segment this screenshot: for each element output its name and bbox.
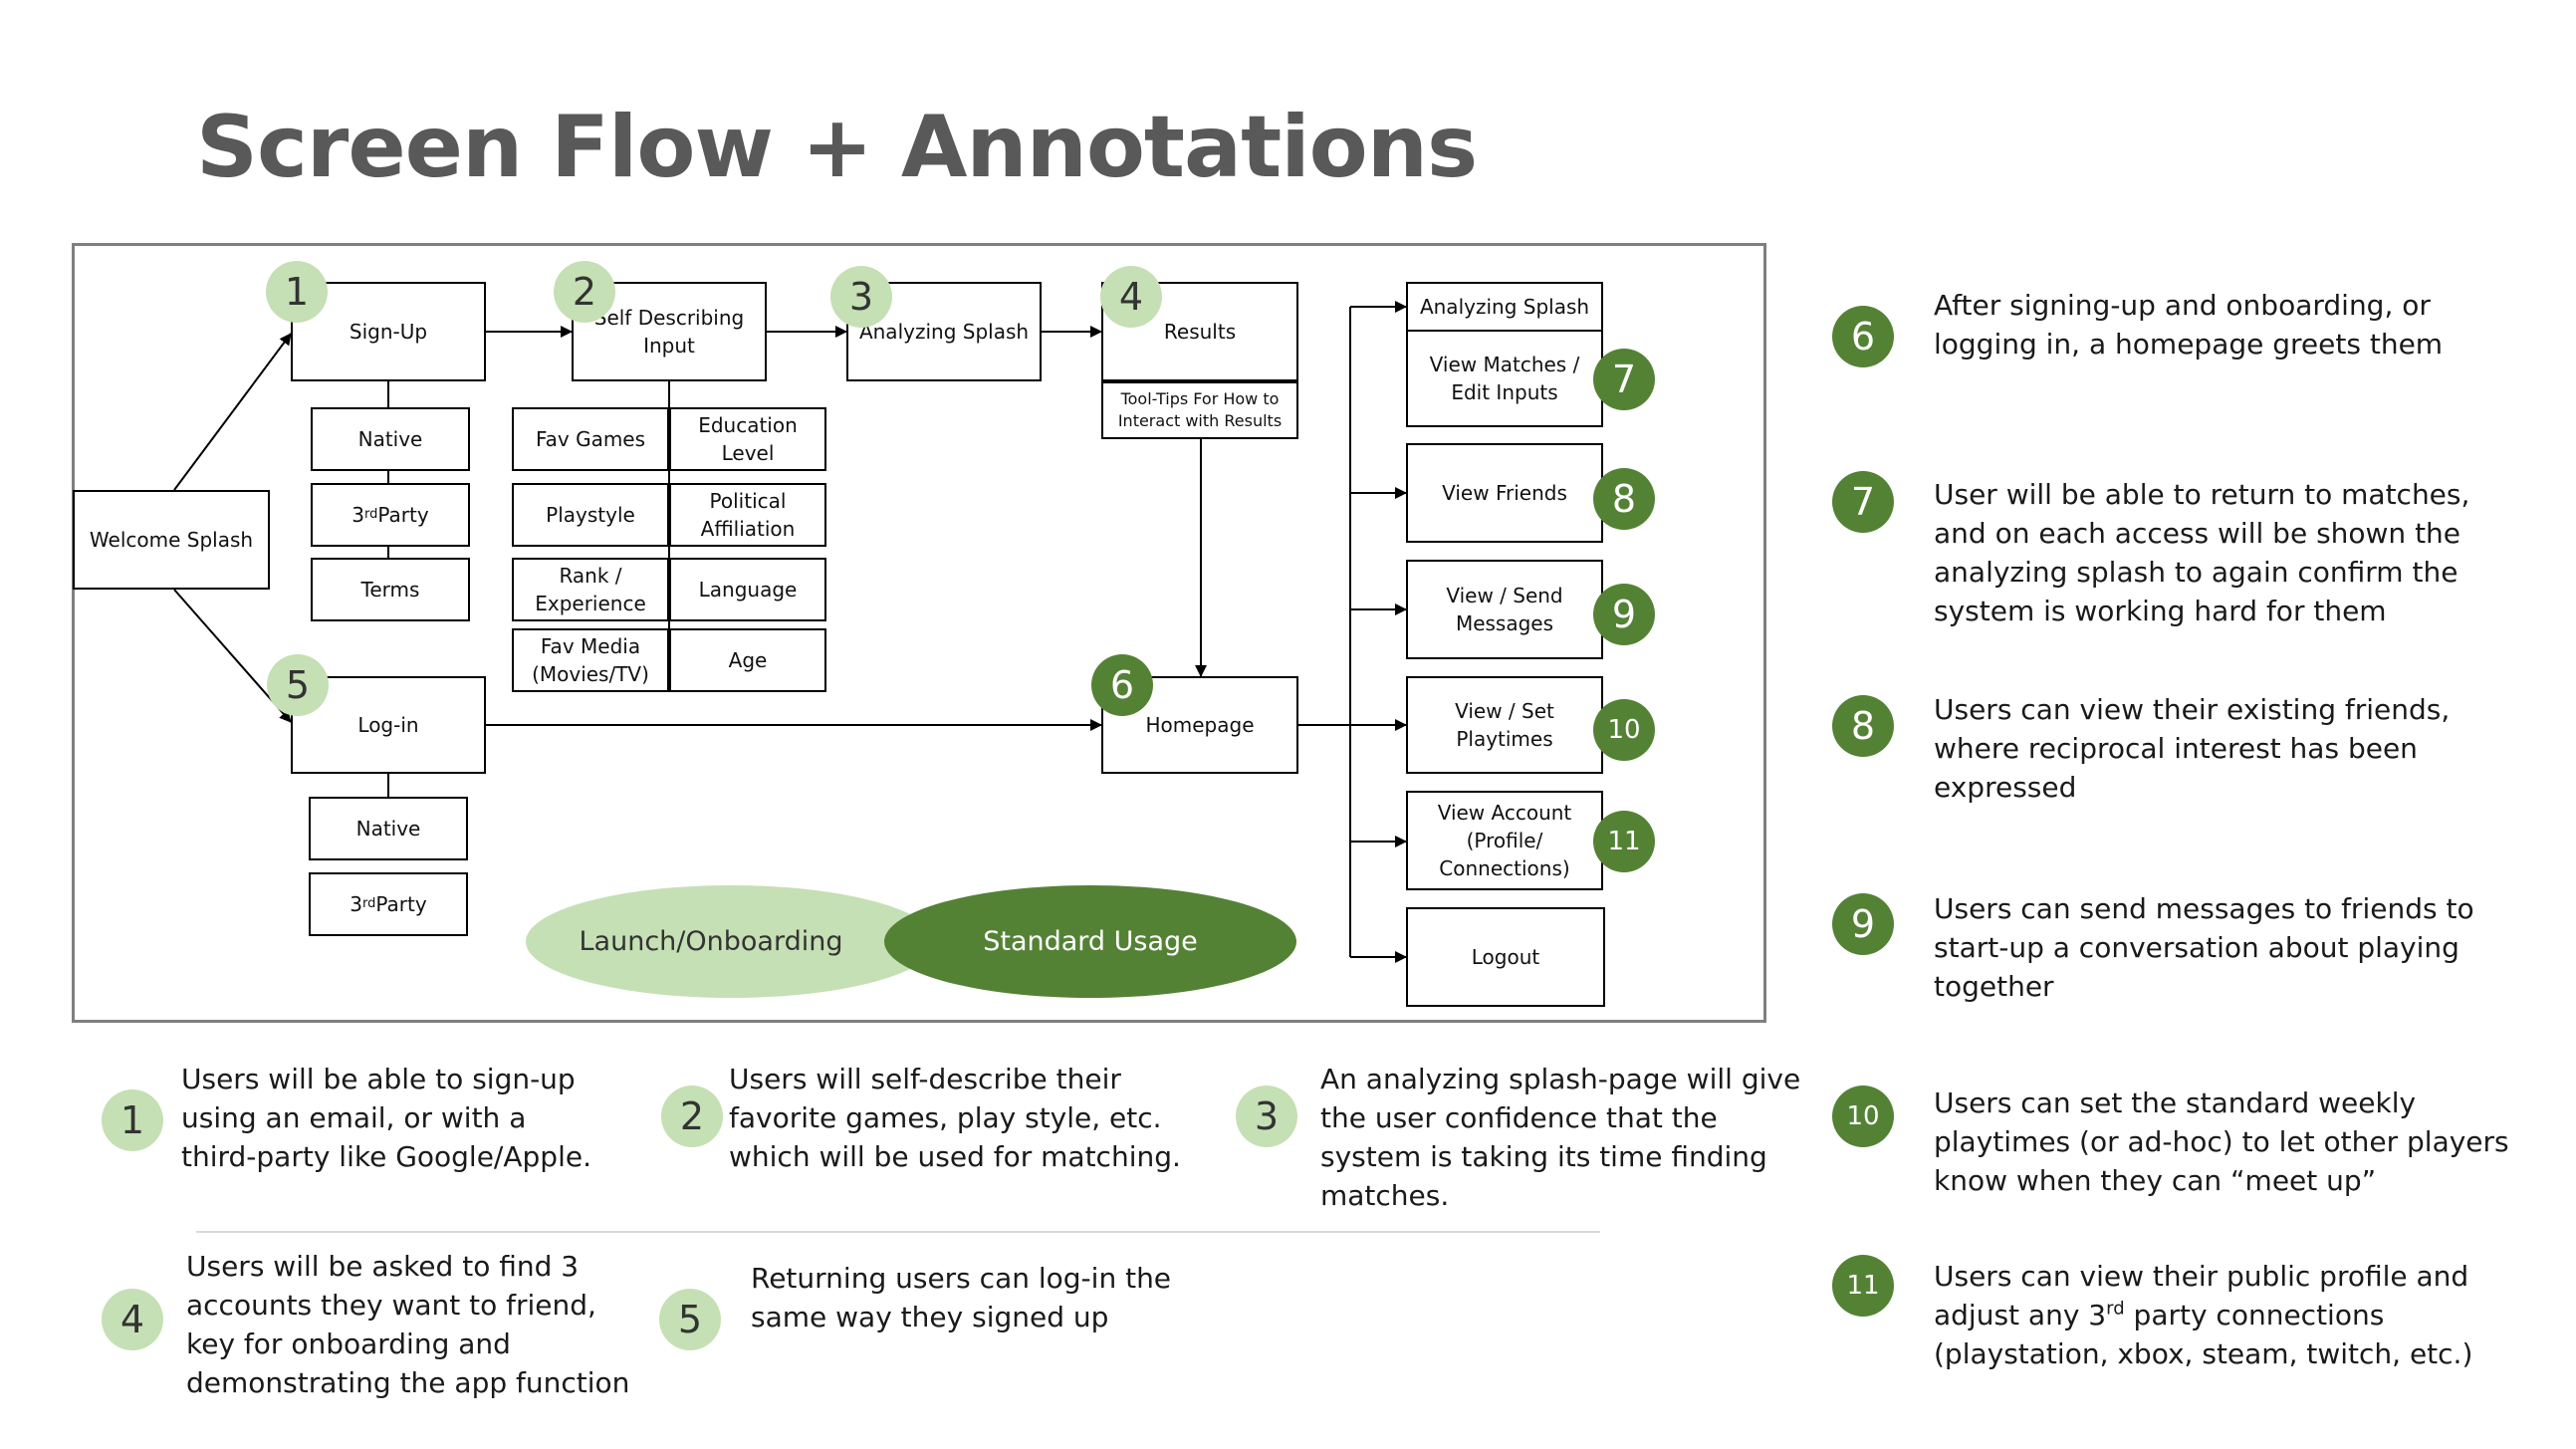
language-box: Language — [669, 558, 826, 621]
note-text-1: Users will be able to sign-up using an e… — [181, 1063, 591, 1173]
note-badge-6: 6 — [1832, 306, 1894, 367]
self-describing-input-box: Self Describing Input — [572, 282, 767, 381]
terms-box: Terms — [311, 558, 470, 621]
note-text-3: An analyzing splash-page will give the u… — [1320, 1063, 1801, 1212]
diagram-badge-1: 1 — [266, 261, 328, 323]
note-text-2: Users will self-describe their favorite … — [729, 1063, 1181, 1173]
education-level-box: Education Level — [669, 407, 826, 471]
diagram-badge-11: 11 — [1593, 811, 1655, 872]
note-text-11: Users can view their public profile and … — [1934, 1257, 2472, 1373]
page-title: Screen Flow + Annotations — [196, 98, 1478, 197]
logout-box: Logout — [1406, 907, 1605, 1007]
note-text-11-part2: party connections (playstation, xbox, st… — [1934, 1299, 2473, 1370]
diagram-badge-6: 6 — [1091, 654, 1153, 716]
diagram-badge-2: 2 — [554, 261, 615, 323]
login-3rd-text: 3 — [350, 892, 363, 916]
connector-welcome-signup — [173, 333, 292, 491]
diagram-badge-7: 7 — [1593, 349, 1655, 410]
note-badge-8: 8 — [1832, 695, 1894, 757]
political-affiliation-box: Political Affiliation — [669, 483, 826, 547]
note-text-9: Users can send messages to friends to st… — [1934, 892, 2474, 1003]
note-text-11-sup: rd — [2106, 1298, 2125, 1320]
note-text-5: Returning users can log-in the same way … — [751, 1262, 1172, 1333]
rank-experience-box: Rank / Experience — [512, 558, 669, 621]
view-matches-box: View Matches / Edit Inputs — [1406, 330, 1603, 427]
age-box: Age — [669, 628, 826, 692]
view-friends-box: View Friends — [1406, 443, 1603, 543]
note-text-7: User will be able to return to matches, … — [1934, 478, 2470, 627]
fav-games-box: Fav Games — [512, 407, 669, 471]
note-badge-4: 4 — [102, 1289, 163, 1350]
note-text-4: Users will be asked to find 3 accounts t… — [186, 1250, 630, 1399]
note-badge-1: 1 — [102, 1089, 163, 1151]
notes-divider — [196, 1231, 1600, 1233]
note-badge-11: 11 — [1832, 1255, 1894, 1317]
note-badge-3: 3 — [1236, 1086, 1297, 1147]
diagram-badge-10: 10 — [1593, 699, 1655, 761]
tooltips-box: Tool-Tips For How to Interact with Resul… — [1101, 381, 1298, 439]
note-text-11-part1: Users can view their public profile and … — [1934, 1260, 2469, 1331]
signup-3rd-rest: Party — [377, 503, 429, 527]
view-account-box: View Account (Profile/ Connections) — [1406, 791, 1603, 890]
diagram-badge-3: 3 — [830, 266, 892, 328]
signup-box: Sign-Up — [291, 282, 486, 381]
diagram-badge-8: 8 — [1593, 468, 1655, 530]
note-badge-9: 9 — [1832, 893, 1894, 955]
diagram-badge-9: 9 — [1593, 584, 1655, 645]
login-3rd-rest: Party — [375, 892, 427, 916]
diagram-badge-4: 4 — [1100, 266, 1162, 328]
diagram-badge-5: 5 — [267, 654, 329, 716]
note-text-8: Users can view their existing friends, w… — [1934, 693, 2451, 804]
legend-launch-onboarding: Launch/Onboarding — [526, 885, 936, 998]
view-send-messages-box: View / Send Messages — [1406, 560, 1603, 659]
note-text-6: After signing-up and onboarding, or logg… — [1934, 289, 2444, 361]
flow-diagram-frame — [72, 243, 1766, 1023]
login-box: Log-in — [291, 676, 486, 774]
login-native-box: Native — [309, 797, 468, 860]
note-text-10: Users can set the standard weekly playti… — [1934, 1087, 2509, 1197]
note-badge-2: 2 — [661, 1086, 723, 1147]
fav-media-box: Fav Media (Movies/TV) — [512, 628, 669, 692]
signup-3rd-text: 3 — [351, 503, 365, 527]
signup-native-box: Native — [311, 407, 470, 471]
welcome-splash-box: Welcome Splash — [73, 490, 270, 590]
view-set-playtimes-box: View / Set Playtimes — [1406, 676, 1603, 774]
right-analyzing-splash-box: Analyzing Splash — [1406, 282, 1603, 332]
note-badge-7: 7 — [1832, 471, 1894, 533]
note-badge-5: 5 — [659, 1289, 721, 1350]
playstyle-box: Playstyle — [512, 483, 669, 547]
legend-standard-usage: Standard Usage — [884, 885, 1296, 998]
note-badge-10: 10 — [1832, 1086, 1894, 1147]
